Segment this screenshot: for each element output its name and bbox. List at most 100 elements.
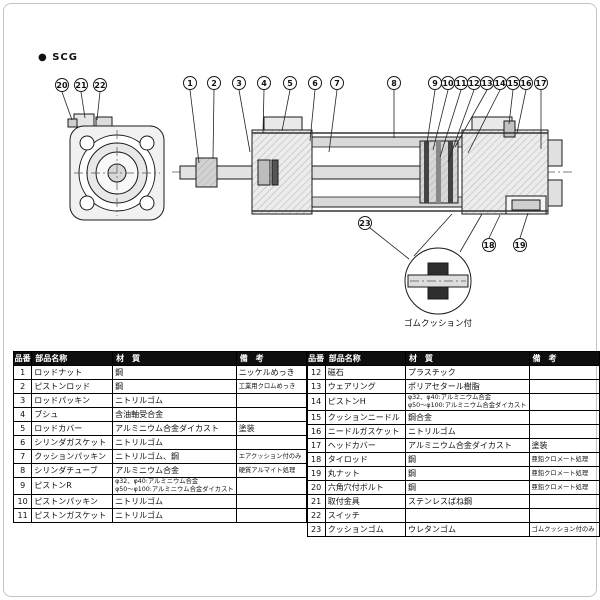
svg-text:20: 20 <box>56 81 68 90</box>
note <box>235 393 307 408</box>
note <box>528 379 600 394</box>
header-part-no: 品番 <box>12 351 33 366</box>
port-boss <box>263 116 303 131</box>
svg-text:22: 22 <box>94 81 105 90</box>
material: ポリアセタール樹脂 <box>404 379 530 394</box>
svg-text:18: 18 <box>483 241 495 250</box>
part-name: 丸ナット <box>324 465 406 481</box>
svg-text:9: 9 <box>432 79 438 88</box>
callout-18: 18 <box>482 238 496 252</box>
part-name: クッションニードル <box>324 409 406 425</box>
rod-cover <box>251 116 313 215</box>
note <box>528 409 600 425</box>
part-no: 19 <box>306 465 326 481</box>
part-name: シリンダチューブ <box>31 463 114 478</box>
note: 亜鉛クロメート処理 <box>528 465 600 481</box>
callout-15: 15 <box>506 76 520 90</box>
svg-text:6: 6 <box>312 79 318 88</box>
bushing <box>257 159 271 186</box>
part-no: 7 <box>12 449 33 464</box>
part-no: 21 <box>306 493 326 509</box>
wear-ring <box>436 141 441 203</box>
cushion-needle <box>503 120 516 138</box>
material: アルミニウム合金ダイカスト <box>112 421 237 436</box>
svg-text:17: 17 <box>535 79 546 88</box>
svg-text:2: 2 <box>211 79 217 88</box>
header-note: 備 考 <box>235 351 307 366</box>
material: 鋼 <box>404 479 530 495</box>
svg-text:13: 13 <box>481 79 492 88</box>
callout-20: 20 <box>55 78 69 92</box>
piston-rod <box>179 165 259 180</box>
header-part-name: 部品名称 <box>324 351 406 366</box>
note <box>235 435 307 450</box>
part-name: ピストンパッキン <box>31 493 114 509</box>
front-view <box>67 113 165 221</box>
note: エアクッション付のみ <box>235 449 307 464</box>
svg-text:7: 7 <box>334 79 340 88</box>
svg-text:19: 19 <box>514 241 526 250</box>
cushion-detail: ゴムクッション付 <box>404 213 483 329</box>
part-no: 3 <box>12 393 33 408</box>
part-name: ニードルガスケット <box>324 423 406 439</box>
callout-12: 12 <box>467 76 481 90</box>
note: 塗装 <box>528 437 600 453</box>
svg-text:10: 10 <box>442 79 454 88</box>
part-name: ロッドパッキン <box>31 393 114 408</box>
part-no: 12 <box>306 365 326 380</box>
header-material: 材 質 <box>112 351 237 366</box>
callout-14: 14 <box>493 76 507 90</box>
table-header-row: 品番 部品名称 材 質 備 考 <box>306 351 600 366</box>
note <box>235 477 307 495</box>
material: ニトリルゴム <box>112 493 237 509</box>
note: 工業用クロムめっき <box>235 379 307 394</box>
table-header-row: 品番 部品名称 材 質 備 考 <box>12 351 307 366</box>
part-no: 15 <box>306 409 326 425</box>
part-name: 取付金具 <box>324 493 406 509</box>
callout-2: 2 <box>207 76 221 90</box>
mount-lug <box>547 179 563 207</box>
header-note: 備 考 <box>528 351 600 366</box>
part-name: 磁石 <box>324 365 406 380</box>
note <box>528 393 600 411</box>
mount-lug <box>547 139 563 167</box>
material: アルミニウム合金 <box>112 463 237 478</box>
part-name: ヘッドカバー <box>324 437 406 453</box>
part-name: ブシュ <box>31 407 114 422</box>
part-name: タイロッド <box>324 451 406 467</box>
material <box>404 507 530 523</box>
note: ゴムクッション付のみ <box>528 521 600 537</box>
material: ウレタンゴム <box>404 521 530 537</box>
leader-lines <box>61 89 542 260</box>
cushion-rubber <box>427 286 449 300</box>
material: ニトリルゴム <box>112 507 237 523</box>
material: アルミニウム合金ダイカスト <box>404 437 530 453</box>
material: ニトリルゴム <box>112 393 237 408</box>
callouts: 1 2 3 4 5 6 7 8 9 10 11 12 13 14 15 16 1… <box>55 76 548 252</box>
note: 亜鉛クロメート処理 <box>528 479 600 495</box>
material: ニトリルゴム <box>404 423 530 439</box>
part-name: クッションゴム <box>324 521 406 537</box>
cushion-detail-label: ゴムクッション付 <box>404 318 473 329</box>
note <box>235 407 307 422</box>
part-name: ウェアリング <box>324 379 406 394</box>
material: 鋼 <box>404 451 530 467</box>
rod-nut <box>195 157 218 188</box>
svg-text:14: 14 <box>494 79 506 88</box>
head-cover <box>461 116 563 215</box>
callout-9: 9 <box>428 76 442 90</box>
svg-text:15: 15 <box>507 79 519 88</box>
